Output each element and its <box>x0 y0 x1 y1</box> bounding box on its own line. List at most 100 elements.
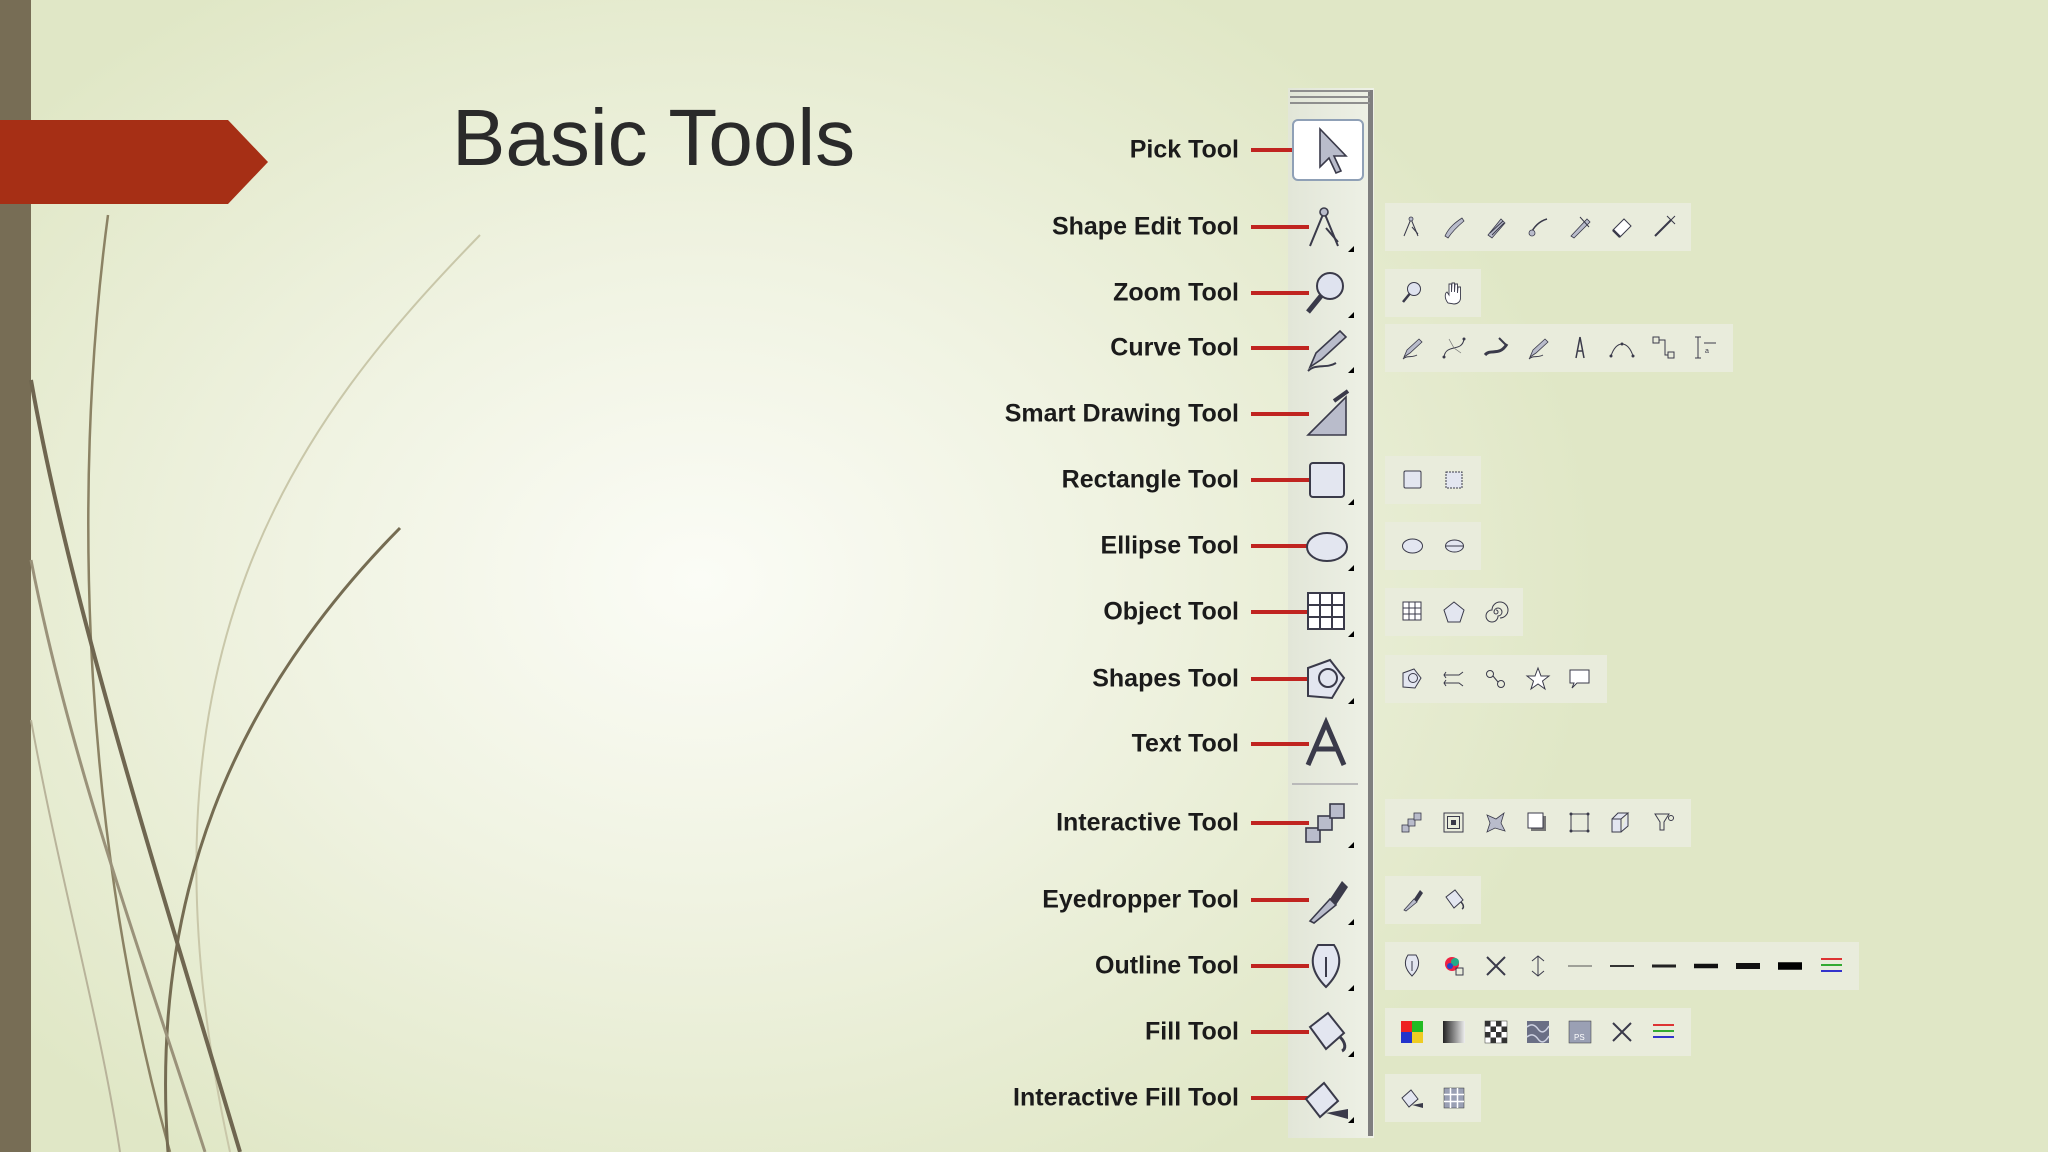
toolbox-grip-line[interactable] <box>1290 90 1370 92</box>
blend-icon <box>1401 812 1422 833</box>
toolbox-grip-line[interactable] <box>1290 96 1370 98</box>
toolbox-button[interactable] <box>1292 264 1360 322</box>
flyout-toolbar <box>1385 456 1481 504</box>
flyout-button[interactable] <box>1391 1078 1433 1118</box>
flyout-button[interactable] <box>1475 1012 1517 1052</box>
toolbox-button[interactable] <box>1292 119 1364 181</box>
flyout-button[interactable] <box>1391 946 1433 986</box>
flyout-button[interactable] <box>1643 207 1685 247</box>
postscript-fill-icon: PS <box>1568 1020 1592 1044</box>
flyout-button[interactable] <box>1727 946 1769 986</box>
flyout-toolbar <box>1385 522 1481 570</box>
flyout-button[interactable] <box>1601 1012 1643 1052</box>
flyout-button[interactable] <box>1475 803 1517 843</box>
flyout-button[interactable] <box>1391 880 1433 920</box>
interactive-blend-icon <box>1305 803 1354 848</box>
toolbox-button[interactable] <box>1292 583 1360 641</box>
flyout-button[interactable] <box>1391 592 1433 632</box>
flyout-button[interactable] <box>1517 328 1559 368</box>
3-point-curve-icon <box>1609 342 1635 358</box>
color-docker-icon <box>1821 958 1842 972</box>
tool-label: Shapes Tool <box>1092 664 1239 693</box>
flyout-button[interactable] <box>1433 592 1475 632</box>
flyout-button[interactable] <box>1769 946 1811 986</box>
flyout-button[interactable] <box>1559 946 1601 986</box>
flyout-button[interactable] <box>1433 1078 1475 1118</box>
flyout-button[interactable] <box>1433 880 1475 920</box>
toolbox-button[interactable] <box>1292 871 1360 929</box>
flyout-button[interactable] <box>1433 328 1475 368</box>
flyout-button[interactable] <box>1559 207 1601 247</box>
flyout-button[interactable] <box>1391 1012 1433 1052</box>
flyout-button[interactable] <box>1391 803 1433 843</box>
flyout-button[interactable] <box>1475 592 1517 632</box>
flyout-button[interactable] <box>1685 946 1727 986</box>
flyout-button[interactable] <box>1433 526 1475 566</box>
flyout-toolbar <box>1385 269 1481 317</box>
toolbox-grip-line[interactable] <box>1290 102 1370 104</box>
outline-color-icon <box>1445 957 1464 976</box>
toolbox-button[interactable] <box>1292 1069 1360 1127</box>
leader-line <box>1251 412 1309 416</box>
flyout-button[interactable] <box>1475 946 1517 986</box>
tool-label: Eyedropper Tool <box>1042 885 1239 914</box>
flyout-button[interactable] <box>1517 1012 1559 1052</box>
flyout-button[interactable] <box>1559 803 1601 843</box>
toolbox-button[interactable] <box>1292 451 1360 509</box>
flyout-button[interactable] <box>1601 207 1643 247</box>
tool-label: Ellipse Tool <box>1100 531 1239 560</box>
flyout-button[interactable] <box>1433 460 1475 500</box>
flyout-button[interactable] <box>1601 803 1643 843</box>
flyout-button[interactable] <box>1391 328 1433 368</box>
flyout-button[interactable] <box>1643 1012 1685 1052</box>
tool-label: Smart Drawing Tool <box>1004 399 1239 428</box>
flyout-button[interactable] <box>1517 946 1559 986</box>
smart-drawing-icon <box>1306 389 1350 436</box>
toolbox-button[interactable] <box>1292 517 1360 575</box>
flyout-button[interactable] <box>1475 207 1517 247</box>
flyout-button[interactable] <box>1601 946 1643 986</box>
flyout-button[interactable]: PS <box>1559 1012 1601 1052</box>
toolbox-button[interactable] <box>1292 937 1360 995</box>
leader-line <box>1251 346 1309 350</box>
flyout-button[interactable] <box>1811 946 1853 986</box>
flyout-button[interactable] <box>1559 659 1601 699</box>
flyout-button[interactable] <box>1433 659 1475 699</box>
toolbox-button[interactable] <box>1292 198 1360 256</box>
flyout-button[interactable] <box>1517 207 1559 247</box>
fill-color-icon <box>1401 1021 1423 1043</box>
toolbox-button[interactable] <box>1292 794 1360 852</box>
toolbox-button[interactable] <box>1292 715 1360 773</box>
flyout-button[interactable] <box>1517 659 1559 699</box>
flyout-button[interactable] <box>1391 207 1433 247</box>
flyout-button[interactable] <box>1601 328 1643 368</box>
toolbox-button[interactable] <box>1292 650 1360 708</box>
flyout-button[interactable] <box>1643 946 1685 986</box>
flyout-button[interactable] <box>1433 207 1475 247</box>
flyout-button[interactable] <box>1559 328 1601 368</box>
flyout-button[interactable] <box>1433 273 1475 313</box>
toolbox-button[interactable] <box>1292 319 1360 377</box>
flyout-button[interactable] <box>1391 526 1433 566</box>
flyout-button[interactable] <box>1475 659 1517 699</box>
flyout-button[interactable]: a <box>1685 328 1727 368</box>
virtual-segment-delete-icon <box>1654 215 1676 237</box>
flyout-button[interactable] <box>1643 803 1685 843</box>
flyout-button[interactable] <box>1433 946 1475 986</box>
basic-shapes-icon <box>1307 658 1354 704</box>
tool-label: Zoom Tool <box>1113 278 1239 307</box>
tool-label: Shape Edit Tool <box>1051 212 1239 241</box>
tool-label: Curve Tool <box>1110 333 1239 362</box>
toolbox-button[interactable] <box>1292 385 1360 443</box>
flyout-button[interactable] <box>1391 273 1433 313</box>
flyout-button[interactable] <box>1391 460 1433 500</box>
flyout-button[interactable] <box>1475 328 1517 368</box>
toolbox-button[interactable] <box>1292 1003 1360 1061</box>
tool-label: Rectangle Tool <box>1061 465 1239 494</box>
flyout-button[interactable] <box>1391 659 1433 699</box>
flyout-button[interactable] <box>1433 803 1475 843</box>
line-2-icon <box>1610 965 1634 967</box>
flyout-button[interactable] <box>1433 1012 1475 1052</box>
flyout-button[interactable] <box>1517 803 1559 843</box>
flyout-button[interactable] <box>1643 328 1685 368</box>
